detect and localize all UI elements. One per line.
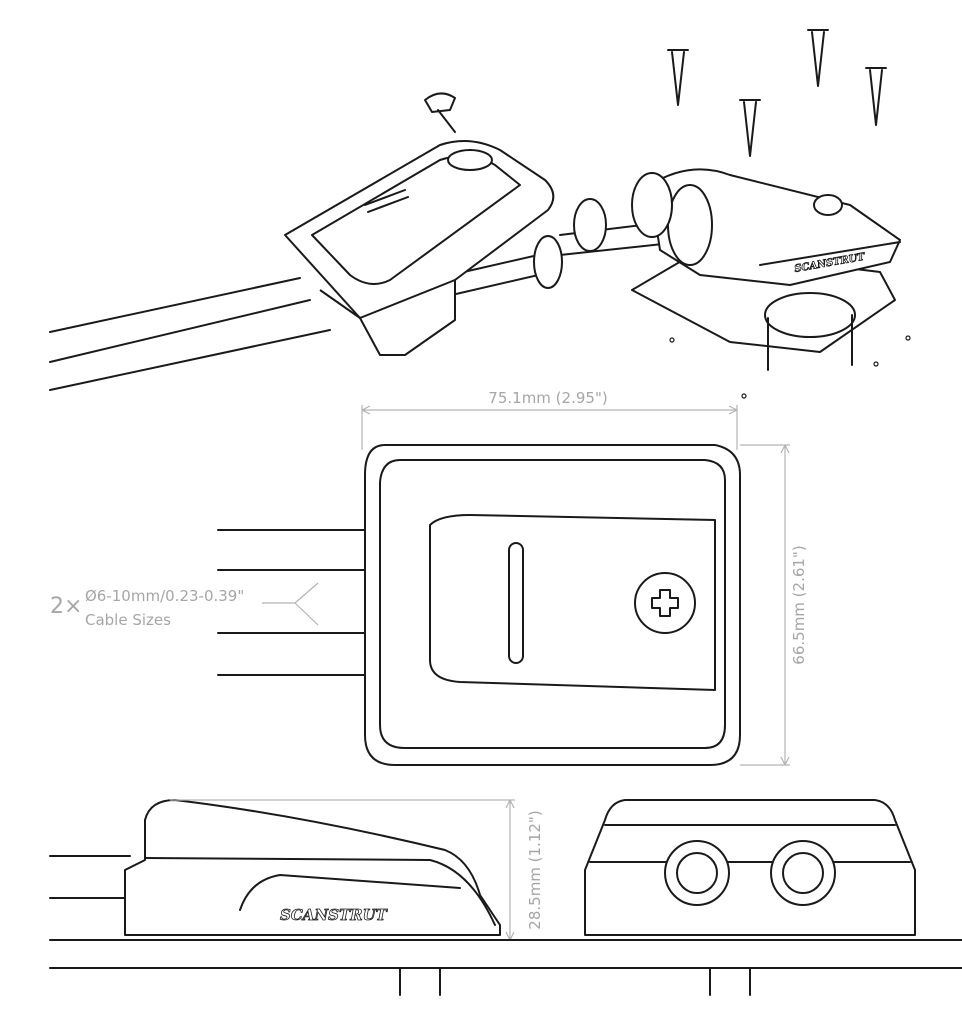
height-dimension-label: 28.5mm (1.12") (526, 810, 544, 929)
deck-surface (49, 939, 962, 996)
side-view: SCANSTRUT (49, 799, 515, 941)
side-logo: SCANSTRUT (280, 906, 389, 924)
isometric-view: SCANSTRUT (49, 29, 911, 399)
length-dimension-label: 66.5mm (2.61") (790, 545, 808, 664)
cable-sizes-label: Cable Sizes (85, 611, 171, 629)
cable-sizes-value: Ø6-10mm/0.23-0.39" (85, 587, 244, 605)
screw-icons (424, 29, 887, 157)
width-dimension-label: 75.1mm (2.95") (488, 389, 607, 407)
cable-count-label: 2× (50, 594, 82, 619)
front-view (584, 799, 916, 941)
top-view (217, 405, 790, 766)
